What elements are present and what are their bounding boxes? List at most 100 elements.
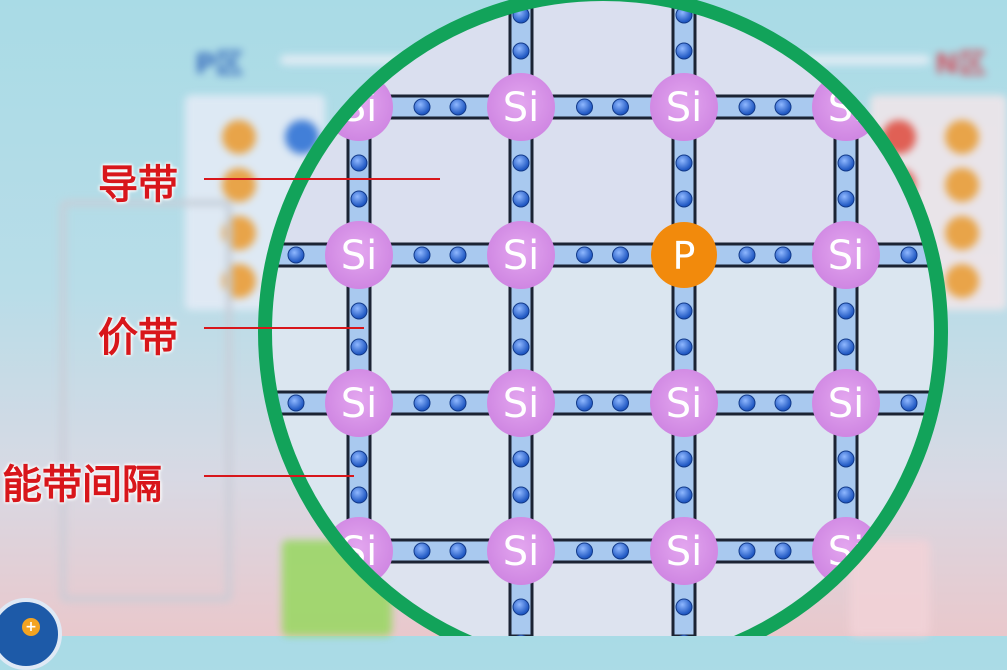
- valence-electron: [512, 190, 530, 208]
- silicon-atom: Si: [487, 73, 555, 141]
- valence-electron: [837, 338, 855, 356]
- bg-hole: [945, 216, 979, 250]
- valence-electron: [265, 98, 269, 116]
- silicon-atom-label: Si: [503, 381, 540, 427]
- valence-electron: [350, 486, 368, 504]
- valence-electron: [612, 542, 629, 560]
- valence-electron: [936, 542, 941, 560]
- plus-icon: +: [22, 618, 40, 636]
- valence-electron: [612, 98, 629, 116]
- valence-electron: [449, 542, 467, 560]
- valence-electron: [675, 450, 693, 468]
- valence-electron: [900, 246, 918, 264]
- valence-electron: [612, 394, 629, 412]
- valence-electron: [512, 42, 530, 60]
- valence-electron: [738, 246, 756, 264]
- valence-electron: [675, 42, 693, 60]
- silicon-atom-label: Si: [666, 381, 703, 427]
- silicon-atom: Si: [487, 221, 555, 289]
- valence-electron: [900, 542, 918, 560]
- valence-electron: [512, 154, 530, 172]
- silicon-atom: Si: [812, 369, 880, 437]
- valence-electron: [350, 598, 368, 616]
- valence-electron: [837, 6, 855, 24]
- valence-electron: [287, 246, 305, 264]
- silicon-atom: Si: [325, 221, 393, 289]
- valence-electron: [774, 394, 792, 412]
- valence-electron: [612, 246, 629, 264]
- silicon-atom-body: [487, 73, 555, 141]
- valence-electron: [287, 394, 305, 412]
- valence-electron: [350, 450, 368, 468]
- silicon-atom: Si: [487, 369, 555, 437]
- valence-electron: [413, 394, 431, 412]
- valence-electron: [837, 42, 855, 60]
- valence-electron: [738, 542, 756, 560]
- valence-electron: [449, 394, 467, 412]
- valence-electron: [576, 246, 593, 264]
- valence-electron: [350, 302, 368, 320]
- p-region-label: P区: [195, 47, 244, 80]
- valence-electron: [287, 542, 305, 560]
- silicon-atom-body: [487, 369, 555, 437]
- silicon-atom-label: Si: [341, 233, 378, 279]
- bg-hole: [945, 264, 979, 298]
- bg-hole: [222, 168, 256, 202]
- silicon-atom-label: Si: [341, 381, 378, 427]
- valence-electron: [675, 190, 693, 208]
- valence-electron: [675, 302, 693, 320]
- valence-electron: [350, 338, 368, 356]
- valence-electron: [774, 98, 792, 116]
- silicon-atom: Si: [487, 517, 555, 585]
- valence-band-label: 价带: [98, 315, 178, 361]
- valence-electron: [837, 486, 855, 504]
- silicon-atom: Si: [650, 369, 718, 437]
- valence-electron: [413, 246, 431, 264]
- conduction-band-label: 导带: [98, 162, 178, 208]
- silicon-atom-body: [487, 221, 555, 289]
- valence-electron: [837, 190, 855, 208]
- valence-electron: [512, 338, 530, 356]
- valence-electron: [837, 450, 855, 468]
- band-gap-leader: [204, 475, 354, 477]
- valence-electron: [512, 450, 530, 468]
- valence-electron: [738, 394, 756, 412]
- valence-electron: [350, 6, 368, 24]
- silicon-atom-label: Si: [828, 381, 865, 427]
- valence-electron: [675, 486, 693, 504]
- phosphorus-atom: P: [651, 222, 717, 288]
- valence-electron: [900, 394, 918, 412]
- valence-electron: [774, 246, 792, 264]
- bg-hole: [222, 120, 256, 154]
- band-gap-label: 能带间隔: [2, 462, 162, 508]
- silicon-atom: Si: [650, 517, 718, 585]
- silicon-atom: Si: [812, 221, 880, 289]
- valence-electron: [350, 190, 368, 208]
- silicon-atom-body: [650, 73, 718, 141]
- silicon-atom: Si: [325, 369, 393, 437]
- bg-wire-frame: [60, 200, 232, 602]
- valence-electron: [512, 486, 530, 504]
- valence-electron: [265, 542, 269, 560]
- valence-band-leader: [204, 327, 364, 329]
- valence-electron: [675, 598, 693, 616]
- silicon-atom-label: Si: [666, 529, 703, 575]
- valence-electron: [837, 154, 855, 172]
- valence-electron: [350, 42, 368, 60]
- valence-electron: [576, 542, 593, 560]
- conduction-band-leader: [204, 178, 440, 180]
- valence-electron: [774, 542, 792, 560]
- silicon-atom-body: [812, 221, 880, 289]
- silicon-atom-body: [487, 517, 555, 585]
- valence-electron: [900, 98, 918, 116]
- valence-electron: [413, 542, 431, 560]
- valence-electron: [413, 98, 431, 116]
- n-region-label: N区: [935, 47, 987, 80]
- phosphorus-atom-label: P: [673, 234, 696, 278]
- valence-electron: [837, 598, 855, 616]
- valence-electron: [576, 394, 593, 412]
- valence-electron: [350, 154, 368, 172]
- phosphorus-atom-body: [651, 222, 717, 288]
- silicon-atom-body: [325, 369, 393, 437]
- valence-electron: [738, 98, 756, 116]
